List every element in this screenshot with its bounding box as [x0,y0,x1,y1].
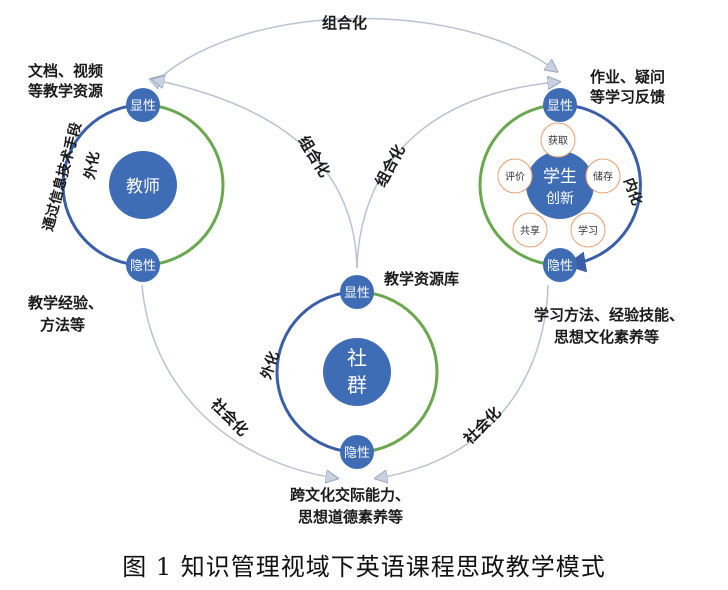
label-bottom-right: 社会化 [459,403,504,448]
community-ring-right [356,290,439,454]
student-satellite-acquire [540,122,576,158]
teacher-ring-right [142,103,225,267]
label-top-arc: 组合化 [322,14,367,32]
student-explicit-label: 显性 [547,99,573,114]
teacher-side-text: 通过信息技术手段 [39,120,84,233]
student-bottom-text-1: 学习方法、经验技能、 [534,306,684,324]
arc-inner-right [356,82,557,269]
student-explicit-node [543,88,577,122]
community-explicit-label: 显性 [344,286,370,301]
teacher-cycle: 教师 显性 隐性 文档、视频 等教学资源 教学经验、 方法等 通过信息技术手段 … [27,62,225,334]
student-center-label-2: 创新 [546,191,574,207]
student-satellite-share-label: 共享 [520,224,540,237]
student-cycle: 学生 创新 获取 储存 学习 共享 评价 显性 隐性 作业、疑问 等学习反馈 学… [478,68,684,346]
teacher-tacit-node [126,248,160,282]
student-top-text-2: 等学习反馈 [590,88,665,106]
community-center-label-1: 社 [347,346,367,370]
student-bottom-text-2: 思想文化素养等 [554,328,659,346]
teacher-side-text2: 外化 [81,150,103,181]
label-bottom-left: 社会化 [206,394,251,439]
student-top-text-1: 作业、疑问 [590,68,665,86]
student-satellite-learn-label: 学习 [578,224,598,237]
student-center [526,151,594,219]
student-ring-right [559,103,642,273]
student-satellite-store [585,158,621,194]
teacher-tacit-label: 隐性 [130,259,156,274]
community-bottom-text-2: 思想道德素养等 [298,508,403,526]
teacher-bottom-text-1: 教学经验、 [27,294,103,312]
arc-bottom-left [141,284,335,478]
figure-caption: 图 1 知识管理视域下英语课程思政教学模式 [122,553,606,581]
community-ring-left [275,281,370,454]
arc-bottom-right [378,284,549,478]
student-satellite-evaluate [497,158,533,194]
teacher-ring-left [61,94,156,267]
community-tacit-label: 隐性 [344,446,370,461]
community-explicit-node [340,275,374,309]
community-bottom-text-1: 跨文化交际能力、 [290,486,410,504]
student-tacit-label: 隐性 [547,259,573,274]
teacher-center [109,151,177,219]
student-tacit-node [543,248,577,282]
teacher-explicit-node [126,88,160,122]
community-center [323,338,391,406]
community-center-label-2: 群 [347,373,367,397]
community-cycle: 社 群 显性 隐性 教学资源库 跨文化交际能力、 思想道德素养等 外化 [258,270,459,526]
student-satellite-evaluate-label: 评价 [505,171,525,183]
community-top-text: 教学资源库 [383,270,459,288]
student-satellite-store-label: 储存 [593,170,613,183]
student-satellite-learn [570,212,606,248]
label-inner-left: 组合化 [295,133,334,181]
teacher-bottom-text-2: 方法等 [40,316,85,334]
student-satellite-acquire-label: 获取 [548,135,568,147]
teacher-top-text-2: 等教学资源 [28,82,103,100]
teacher-explicit-label: 显性 [130,99,156,114]
arc-inner-left [155,80,358,269]
student-center-label-1: 学生 [543,167,577,187]
label-inner-right: 组合化 [372,142,409,190]
student-satellite-share [512,212,548,248]
teacher-top-text-1: 文档、视频 [28,62,103,80]
arc-top [160,17,555,78]
community-side-text: 外化 [258,349,283,381]
community-tacit-node [340,435,374,469]
student-ring-left [478,103,561,267]
student-side-text: 内化 [620,176,646,208]
teacher-center-label: 教师 [126,177,160,197]
